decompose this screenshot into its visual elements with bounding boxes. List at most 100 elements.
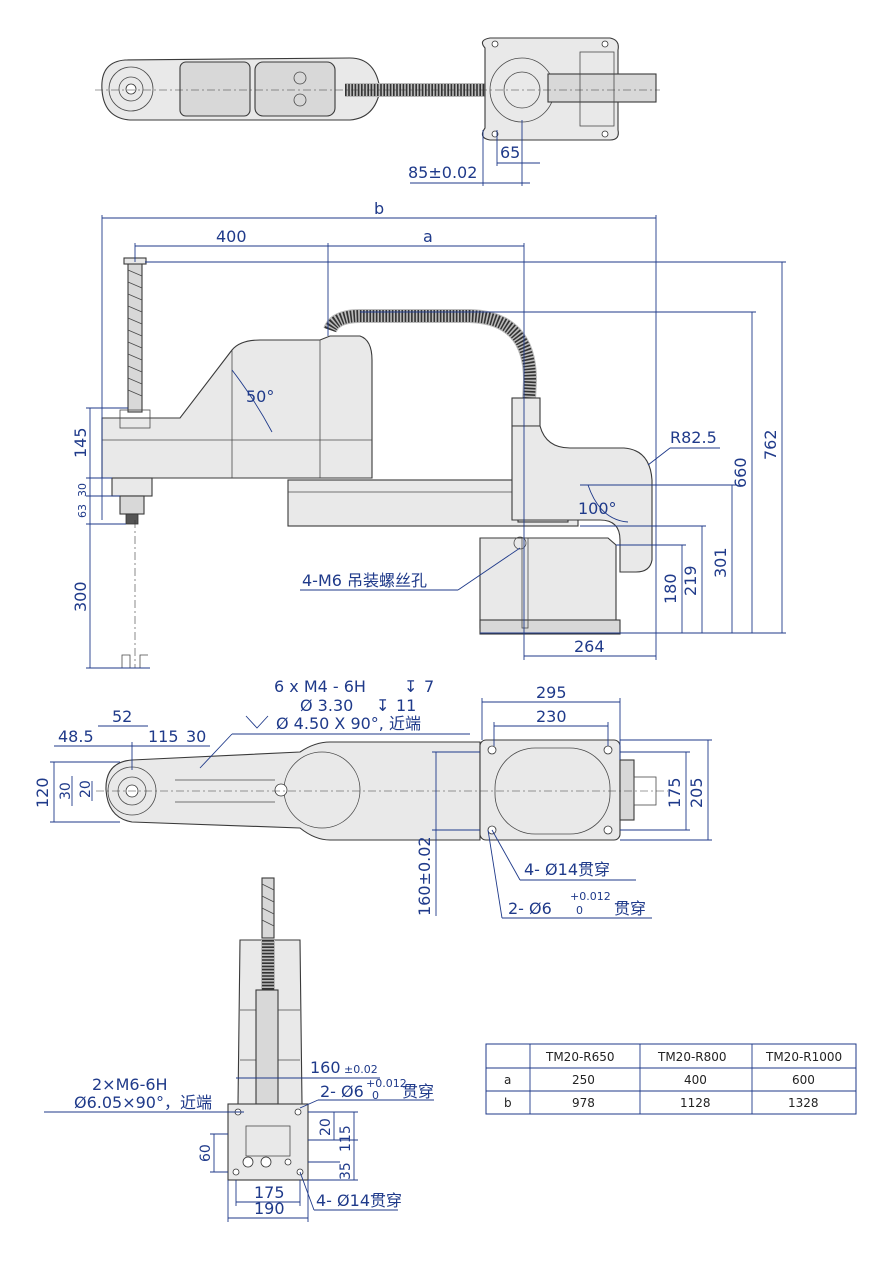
dim-text-30-plan-v: 30 bbox=[58, 782, 74, 800]
dim-text-b: b bbox=[374, 199, 384, 218]
note-rear-pin6-tol-upper: +0.012 bbox=[366, 1077, 407, 1090]
note-rear-m6-line1: 2×M6-6H bbox=[92, 1075, 168, 1094]
rear-base-hole-6 bbox=[232, 1168, 240, 1176]
dim-text-rear-35: 35 bbox=[338, 1162, 354, 1180]
second-arm bbox=[101, 335, 373, 479]
table-header-r800: TM20-R800 bbox=[657, 1050, 727, 1064]
table-cell-b-r800: 1128 bbox=[680, 1096, 711, 1110]
note-rear-m6-line2: Ø6.05×90°，近端 bbox=[74, 1093, 212, 1112]
top-base-hole-2 bbox=[601, 40, 609, 48]
dim-arc-100 bbox=[587, 484, 629, 523]
leader-thread bbox=[199, 733, 233, 769]
dim-text-219: 219 bbox=[681, 565, 700, 596]
leader-rear-pin6 bbox=[299, 1099, 319, 1109]
note-rear-pin6-tol-lower: 0 bbox=[372, 1089, 379, 1102]
note-hanging-holes: 4-M6 吊装螺丝孔 bbox=[302, 571, 427, 590]
table-header-r650: TM20-R650 bbox=[545, 1050, 615, 1064]
dim-text-120: 120 bbox=[33, 777, 52, 808]
dim-text-52: 52 bbox=[112, 707, 132, 726]
dim-text-205: 205 bbox=[687, 777, 706, 808]
dim-text-295: 295 bbox=[536, 683, 567, 702]
rear-base-hole-3 bbox=[284, 1158, 292, 1166]
plan-base-bracket bbox=[619, 759, 635, 821]
note-thread-depth2: 11 bbox=[396, 696, 416, 715]
dim-text-65: 65 bbox=[500, 143, 520, 162]
dim-text-762: 762 bbox=[761, 429, 780, 460]
top-motor-screw-2 bbox=[293, 93, 307, 107]
dim-text-230: 230 bbox=[536, 707, 567, 726]
note-pin6-suffix: 贯穿 bbox=[614, 899, 646, 918]
note-thru14-plan: 4- Ø14贯穿 bbox=[524, 860, 610, 879]
top-view: 65 85±0.02 bbox=[95, 37, 660, 186]
leader-thru14 bbox=[491, 829, 521, 881]
robot-base-foot bbox=[479, 619, 621, 635]
dim-text-rear-20: 20 bbox=[318, 1118, 334, 1136]
top-motor-screw bbox=[293, 71, 307, 85]
tool-flange-tip bbox=[125, 513, 139, 525]
dim-text-30-side: 30 bbox=[76, 483, 89, 497]
countersink-symbol bbox=[245, 715, 269, 729]
dim-text-400: 400 bbox=[216, 227, 247, 246]
second-arm-bearing bbox=[119, 409, 151, 429]
top-joint-outer bbox=[108, 66, 154, 112]
hanging-hole bbox=[513, 536, 527, 550]
rear-arm-center bbox=[255, 989, 279, 1105]
table-header-r1000: TM20-R1000 bbox=[765, 1050, 842, 1064]
table-frame bbox=[485, 1043, 857, 1115]
top-joint-hole bbox=[125, 83, 137, 95]
dim-arc-50 bbox=[231, 369, 273, 433]
top-base-hole-3 bbox=[491, 130, 499, 138]
dim-text-30-plan: 30 bbox=[186, 727, 206, 746]
table-cell-a-r800: 400 bbox=[684, 1073, 707, 1087]
note-pin6-tol-lower: 0 bbox=[576, 904, 583, 917]
note-thread-depth1: 7 bbox=[424, 677, 434, 696]
note-pin6-plan: 2- Ø6 bbox=[508, 899, 552, 918]
cable-connector bbox=[511, 397, 541, 427]
plan-base-hole-4 bbox=[603, 825, 613, 835]
depth-symbol-1: ↧ bbox=[404, 677, 417, 696]
robot-base-edge bbox=[521, 537, 529, 629]
ball-screw-shaft bbox=[127, 261, 143, 413]
dim-text-175: 175 bbox=[665, 777, 684, 808]
dim-leader-r825 bbox=[647, 447, 671, 466]
side-cable-bg bbox=[323, 309, 538, 421]
rear-base-hole-5 bbox=[294, 1108, 302, 1116]
plan-hole bbox=[274, 783, 288, 797]
plan-base bbox=[479, 739, 621, 841]
dim-text-50deg: 50° bbox=[246, 387, 274, 406]
top-arm-cover bbox=[179, 61, 251, 117]
dim-text-300: 300 bbox=[71, 581, 90, 612]
rear-view: 2×M6-6H Ø6.05×90°，近端 160 ±0.02 2- Ø6 +0.… bbox=[44, 877, 434, 1222]
top-joint-mid bbox=[118, 76, 144, 102]
dim-text-485: 48.5 bbox=[58, 727, 94, 746]
robot-base bbox=[479, 537, 617, 629]
table-cell-a-r1000: 600 bbox=[792, 1073, 815, 1087]
dim-text-145: 145 bbox=[71, 427, 90, 458]
dim-text-rear-190: 190 bbox=[254, 1199, 285, 1218]
plan-view: 6 x M4 - 6H ↧ 7 Ø 3.30 ↧ 11 Ø 4.50 X 90°… bbox=[33, 677, 712, 919]
table-cell-b-r1000: 1328 bbox=[788, 1096, 819, 1110]
rear-base-plate bbox=[245, 1125, 291, 1157]
dim-text-rear-175: 175 bbox=[254, 1183, 285, 1202]
cable-duct bbox=[511, 425, 653, 573]
rear-base-hole-1 bbox=[242, 1156, 254, 1168]
dim-text-rear-60: 60 bbox=[198, 1144, 214, 1162]
dim-text-115: 115 bbox=[148, 727, 179, 746]
model-table: TM20-R650 TM20-R800 TM20-R1000 a 250 400… bbox=[485, 1043, 857, 1115]
ball-screw-thread bbox=[127, 269, 143, 397]
dim-text-264: 264 bbox=[574, 637, 605, 656]
top-base-bracket bbox=[547, 73, 657, 103]
tool-end bbox=[121, 654, 148, 668]
rear-ball-screw-thread bbox=[261, 883, 275, 927]
leader-pin6 bbox=[487, 829, 503, 919]
dim-text-63: 63 bbox=[76, 504, 89, 518]
plan-arm-rib bbox=[175, 779, 275, 803]
dim-text-r825: R82.5 bbox=[670, 428, 717, 447]
tool-flange-lower bbox=[119, 495, 145, 515]
dim-text-100deg: 100° bbox=[578, 499, 617, 518]
note-pin6-tol-upper: +0.012 bbox=[570, 890, 611, 903]
note-thread-line3: Ø 4.50 X 90°, 近端 bbox=[276, 714, 421, 733]
dim-text-160: 160±0.02 bbox=[415, 836, 434, 916]
table-cell-b-r650: 978 bbox=[572, 1096, 595, 1110]
